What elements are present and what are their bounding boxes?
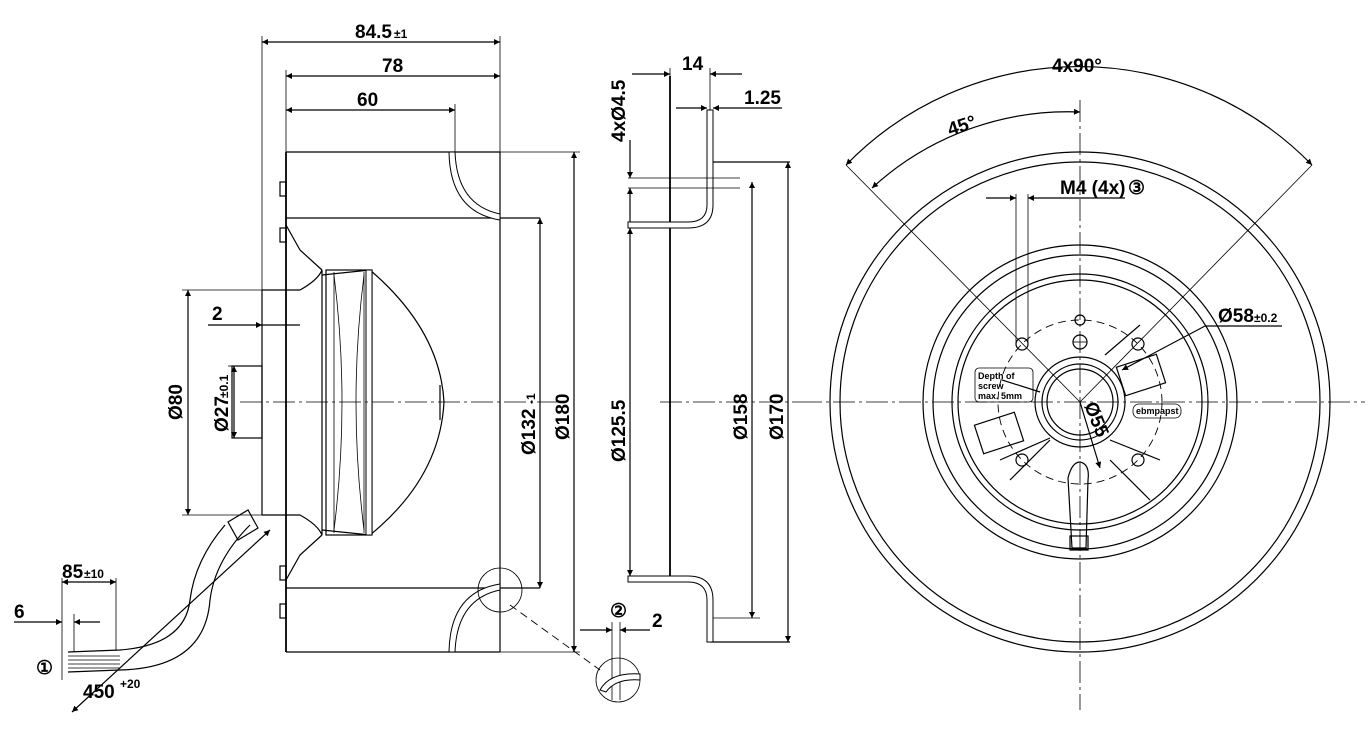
dim-width-14: 14 [682, 54, 704, 75]
dim-thread: M4 (4x) [1060, 178, 1125, 199]
dim-overall-length: 84.5 [355, 22, 392, 43]
callout-2: ② [610, 601, 627, 622]
dim-dia-27-tol: ±0.1 [217, 374, 231, 398]
dim-thickness-125: 1.25 [744, 88, 781, 109]
dim-cable-85: 85 [62, 562, 84, 583]
note-depth-line2: screw [978, 381, 1005, 391]
dim-length-60: 60 [357, 90, 378, 111]
dim-holes: 4xØ4.5 [609, 79, 630, 142]
note-depth-line1: Depth of [978, 371, 1015, 381]
dim-angle-45: 45° [945, 112, 979, 141]
front-view: Depth of screw max. 5mm ebmpapst 4x90° 4… [800, 56, 1365, 710]
dim-dia-158: Ø158 [731, 394, 752, 440]
dim-cable-450-tol: +20 [120, 677, 141, 691]
dim-dia-170: Ø170 [767, 394, 788, 440]
dim-dia-80: Ø80 [166, 384, 187, 420]
dim-cable-6: 6 [14, 602, 25, 623]
callout-3: ③ [1128, 178, 1145, 199]
dim-angle-4x90: 4x90° [1052, 56, 1102, 77]
dim-gap-2: 2 [652, 611, 663, 632]
dim-dia-180: Ø180 [553, 394, 574, 440]
note-depth-line3: max. 5mm [978, 391, 1022, 401]
dim-dia-58: Ø58 [1218, 306, 1254, 327]
dim-dia-132-tol: -1 [524, 393, 538, 404]
dim-overall-length-tol: ±1 [394, 27, 408, 41]
dim-cable-450: 450 [83, 682, 115, 703]
dim-dia-27: Ø27 [212, 396, 233, 432]
brand-logo: ebmpapst [1136, 406, 1179, 416]
dim-dia-132: Ø132 [519, 409, 540, 455]
callout-1: ① [36, 658, 53, 679]
dim-dia-1255: Ø125.5 [609, 399, 630, 462]
dim-length-78: 78 [382, 56, 403, 77]
dim-flange-2: 2 [212, 304, 223, 325]
dim-cable-85-tol: ±10 [84, 567, 104, 581]
dim-dia-58-tol: ±0.2 [1254, 311, 1278, 325]
section-view: 14 1.25 4xØ4.5 Ø125.5 Ø158 Ø170 ② 2 [580, 54, 800, 703]
side-view: 84.5 ±1 78 60 2 Ø80 Ø27 ±0.1 Ø132 -1 Ø18… [14, 22, 601, 713]
